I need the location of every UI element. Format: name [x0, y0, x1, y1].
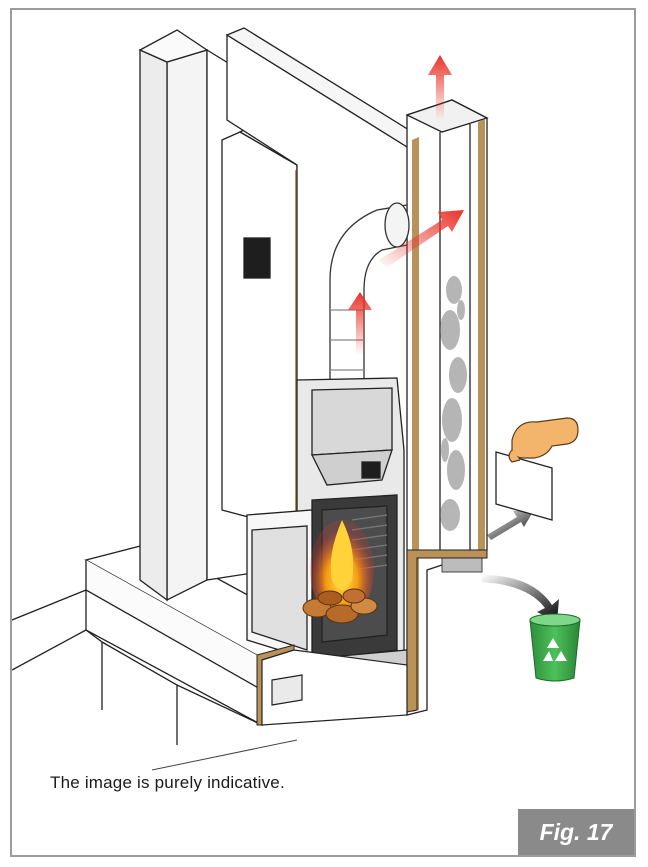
figure-label-badge: Fig. 17: [518, 809, 634, 855]
flue-pipe: [329, 202, 410, 391]
vent-column: [221, 119, 300, 531]
airflow-arrows: [348, 55, 464, 355]
disclaimer-caption: The image is purely indicative.: [50, 773, 285, 792]
inspection-panel: [495, 451, 553, 521]
hot-air-arrow-up: [348, 292, 372, 355]
hot-air-arrow-top: [428, 55, 452, 120]
hand-holding-panel: [495, 417, 579, 521]
base-support: [261, 649, 408, 726]
fireplace-cutaway-illustration: [12, 27, 581, 771]
hand-icon: [508, 417, 579, 463]
recycle-bin: [529, 613, 581, 682]
logs: [302, 588, 378, 624]
air-vent-grille: [243, 237, 271, 279]
caption-leader-line: [151, 739, 298, 771]
removal-arrows: [482, 510, 559, 622]
recycle-icon: [543, 638, 567, 661]
figure-frame: The image is purely indicative. Fig. 17: [10, 8, 636, 857]
hot-air-arrow-diagonal: [379, 210, 464, 268]
soot-deposits: [440, 276, 467, 531]
panel-arrow: [487, 510, 534, 540]
